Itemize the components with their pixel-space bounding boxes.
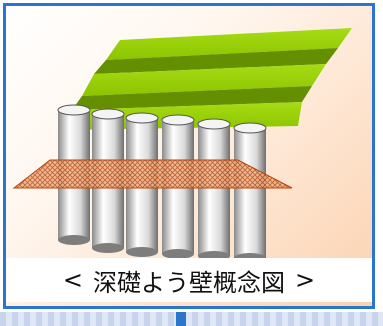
pile-6 (233, 122, 267, 263)
mesh-plane (12, 159, 293, 189)
slope-step-2 (72, 86, 312, 110)
caption-right-arrow: > (295, 266, 316, 294)
slope-terrace-1 (106, 28, 352, 60)
caption-title: 深礎よう壁概念図 (93, 268, 285, 297)
pile-5 (197, 118, 231, 261)
footer-strip (0, 312, 383, 326)
caption-left-arrow: < (62, 266, 83, 294)
slope-step-1 (94, 48, 338, 74)
footer-tab-marker (176, 312, 186, 326)
slope-terrace-2 (82, 64, 326, 96)
diagram-caption: < 深礎よう壁概念図 > (6, 258, 372, 302)
